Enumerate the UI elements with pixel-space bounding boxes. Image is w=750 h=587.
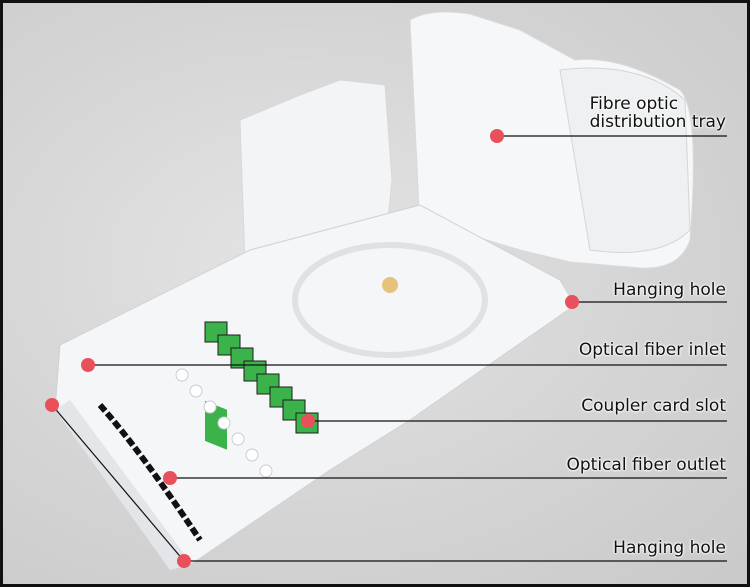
outlet-hole [245, 448, 259, 462]
label-tray-line1: Fibre optic [589, 94, 679, 114]
label-hanging-hole-bottom: Hanging hole [613, 538, 726, 558]
outlet-hole [259, 464, 273, 478]
marker-tray [490, 129, 504, 143]
marker-fiber-outlet [163, 471, 177, 485]
outlet-hole [231, 432, 245, 446]
outlet-hole [203, 400, 217, 414]
label-fiber-inlet: Optical fiber inlet [578, 340, 726, 360]
outlet-hole [189, 384, 203, 398]
label-fiber-outlet: Optical fiber outlet [566, 455, 727, 475]
markers [45, 129, 579, 568]
marker-hanging-hole-bottom [177, 554, 191, 568]
fiber-cable [97, 403, 203, 542]
marker-hanging-hole-top [565, 295, 579, 309]
marker-coupler-slot [301, 414, 315, 428]
outlet-hole [217, 416, 231, 430]
label-hanging-hole-top: Hanging hole [613, 280, 726, 300]
label-tray-line2: distribution tray [589, 112, 726, 132]
leader-lines [51, 135, 727, 562]
marker-fiber-inlet [81, 358, 95, 372]
label-distribution-tray: Fibre optic distribution tray [590, 95, 726, 131]
label-coupler-slot: Coupler card slot [581, 396, 726, 416]
outlet-hole [175, 368, 189, 382]
marker-hanging-hole-left [45, 398, 59, 412]
base-body [54, 204, 576, 571]
